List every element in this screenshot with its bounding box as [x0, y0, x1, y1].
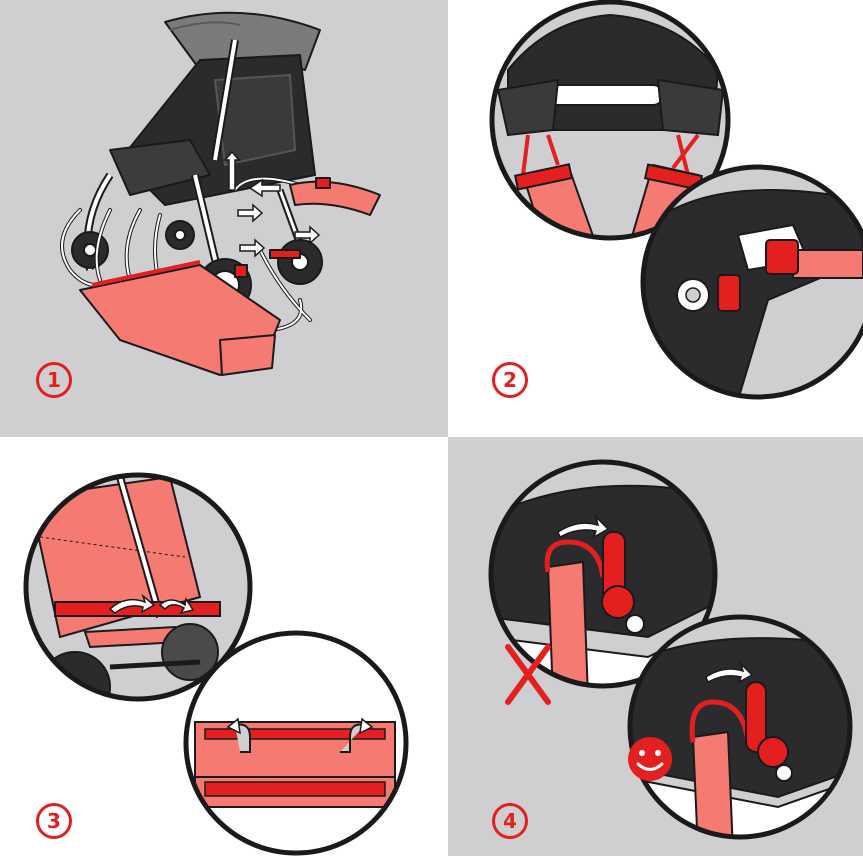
step-1-illustration [0, 0, 448, 437]
step-2-panel: 2 [448, 0, 863, 437]
seat-pad-detail [186, 633, 406, 853]
wrong-cross-icon [505, 644, 551, 705]
step-4-badge: 4 [492, 803, 528, 839]
step-2-illustration [448, 0, 863, 437]
step-1-panel: 1 [0, 0, 448, 437]
step-3-illustration [0, 437, 448, 856]
step-3-panel: 3 [0, 437, 448, 856]
arrow-icon [108, 593, 195, 615]
arrow-icon [223, 150, 321, 258]
smiley-icon [628, 737, 672, 781]
step-2-badge: 2 [492, 362, 528, 398]
step-3-badge: 3 [36, 803, 72, 839]
seat-pad-icon [79, 177, 381, 376]
step-4-panel: 4 [448, 437, 863, 856]
step-1-badge: 1 [36, 362, 72, 398]
seat-pad-icon [26, 475, 250, 699]
step-4-illustration [448, 437, 863, 856]
